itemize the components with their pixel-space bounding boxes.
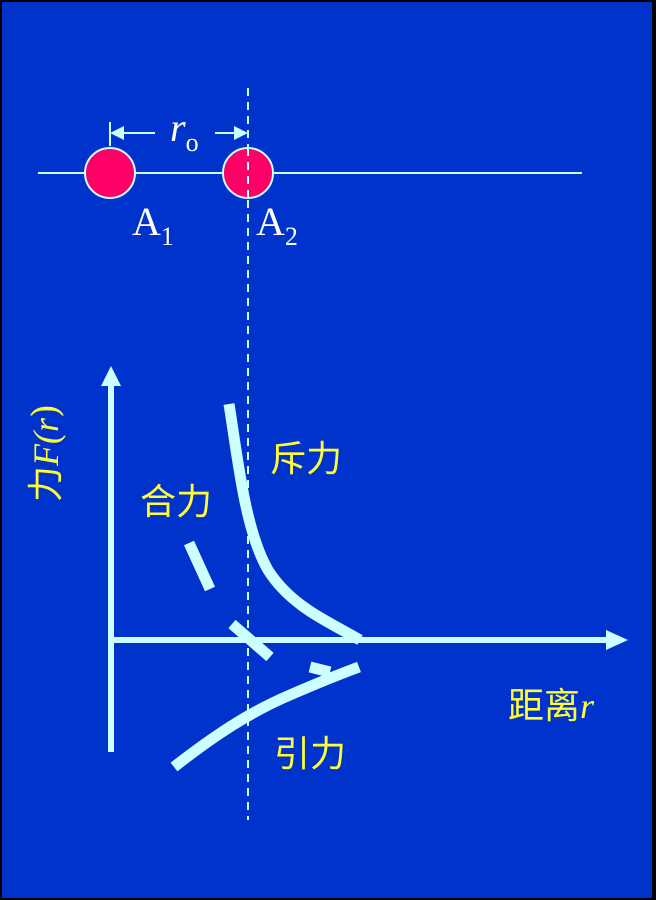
- r0-arrowhead-right: [234, 126, 248, 140]
- atom-a2-label: A2: [256, 199, 298, 251]
- atom-a1-label: A1: [132, 199, 174, 251]
- net-curve-dash-1: [183, 540, 216, 592]
- y-axis-arrowhead: [101, 366, 121, 386]
- repulsive-force-label: 斥力: [270, 439, 343, 480]
- repulsive-curve: [223, 403, 363, 645]
- attractive-curve: [170, 661, 361, 772]
- atom-a1: [84, 147, 136, 199]
- r0-label: ro: [170, 105, 199, 157]
- x-axis-arrowhead: [606, 630, 628, 650]
- r0-arrowhead-left: [110, 126, 124, 140]
- attractive-curve-tick: [308, 661, 332, 678]
- net-force-label: 合力: [140, 482, 213, 523]
- attractive-force-label: 引力: [274, 734, 347, 775]
- x-axis-label: 距离r: [508, 686, 595, 727]
- y-axis-label: 力F(r): [26, 403, 67, 502]
- net-curve-dash-2: [228, 619, 274, 662]
